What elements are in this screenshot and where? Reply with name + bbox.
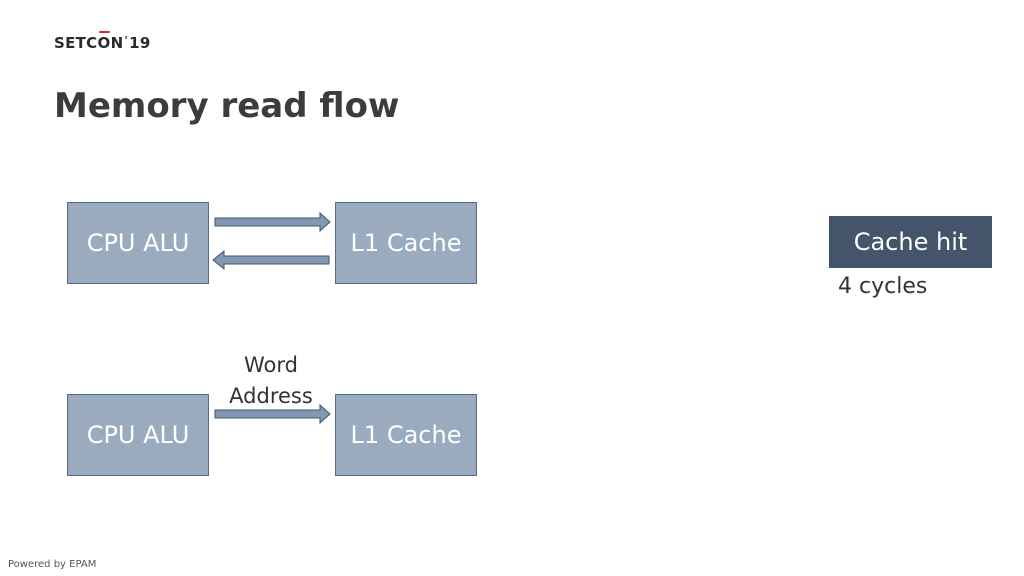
left-arrow-1 (212, 249, 330, 271)
cycles-label: 4 cycles (838, 274, 928, 299)
right-arrow-2 (214, 403, 331, 425)
logo-apostrophe: ' (124, 34, 129, 47)
cpu-alu-box-1: CPU ALU (67, 202, 209, 284)
word-label-line-1: Word (244, 353, 298, 377)
l1-cache-box-1: L1 Cache (335, 202, 477, 284)
word-address-label: Word Address (218, 350, 324, 412)
logo-text-d: 19 (129, 34, 151, 52)
l1-cache-box-2: L1 Cache (335, 394, 477, 476)
logo-text-b: O (97, 31, 111, 52)
word-label-line-2: Address (229, 384, 313, 408)
logo-text-c: N (110, 34, 124, 52)
cache-hit-box: Cache hit (829, 216, 992, 268)
cpu-alu-box-2: CPU ALU (67, 394, 209, 476)
slide-title: Memory read flow (54, 86, 400, 126)
right-arrow-1 (214, 211, 331, 233)
footer-powered-by: Powered by EPAM (8, 559, 97, 570)
logo-text-a: SETC (54, 34, 98, 52)
